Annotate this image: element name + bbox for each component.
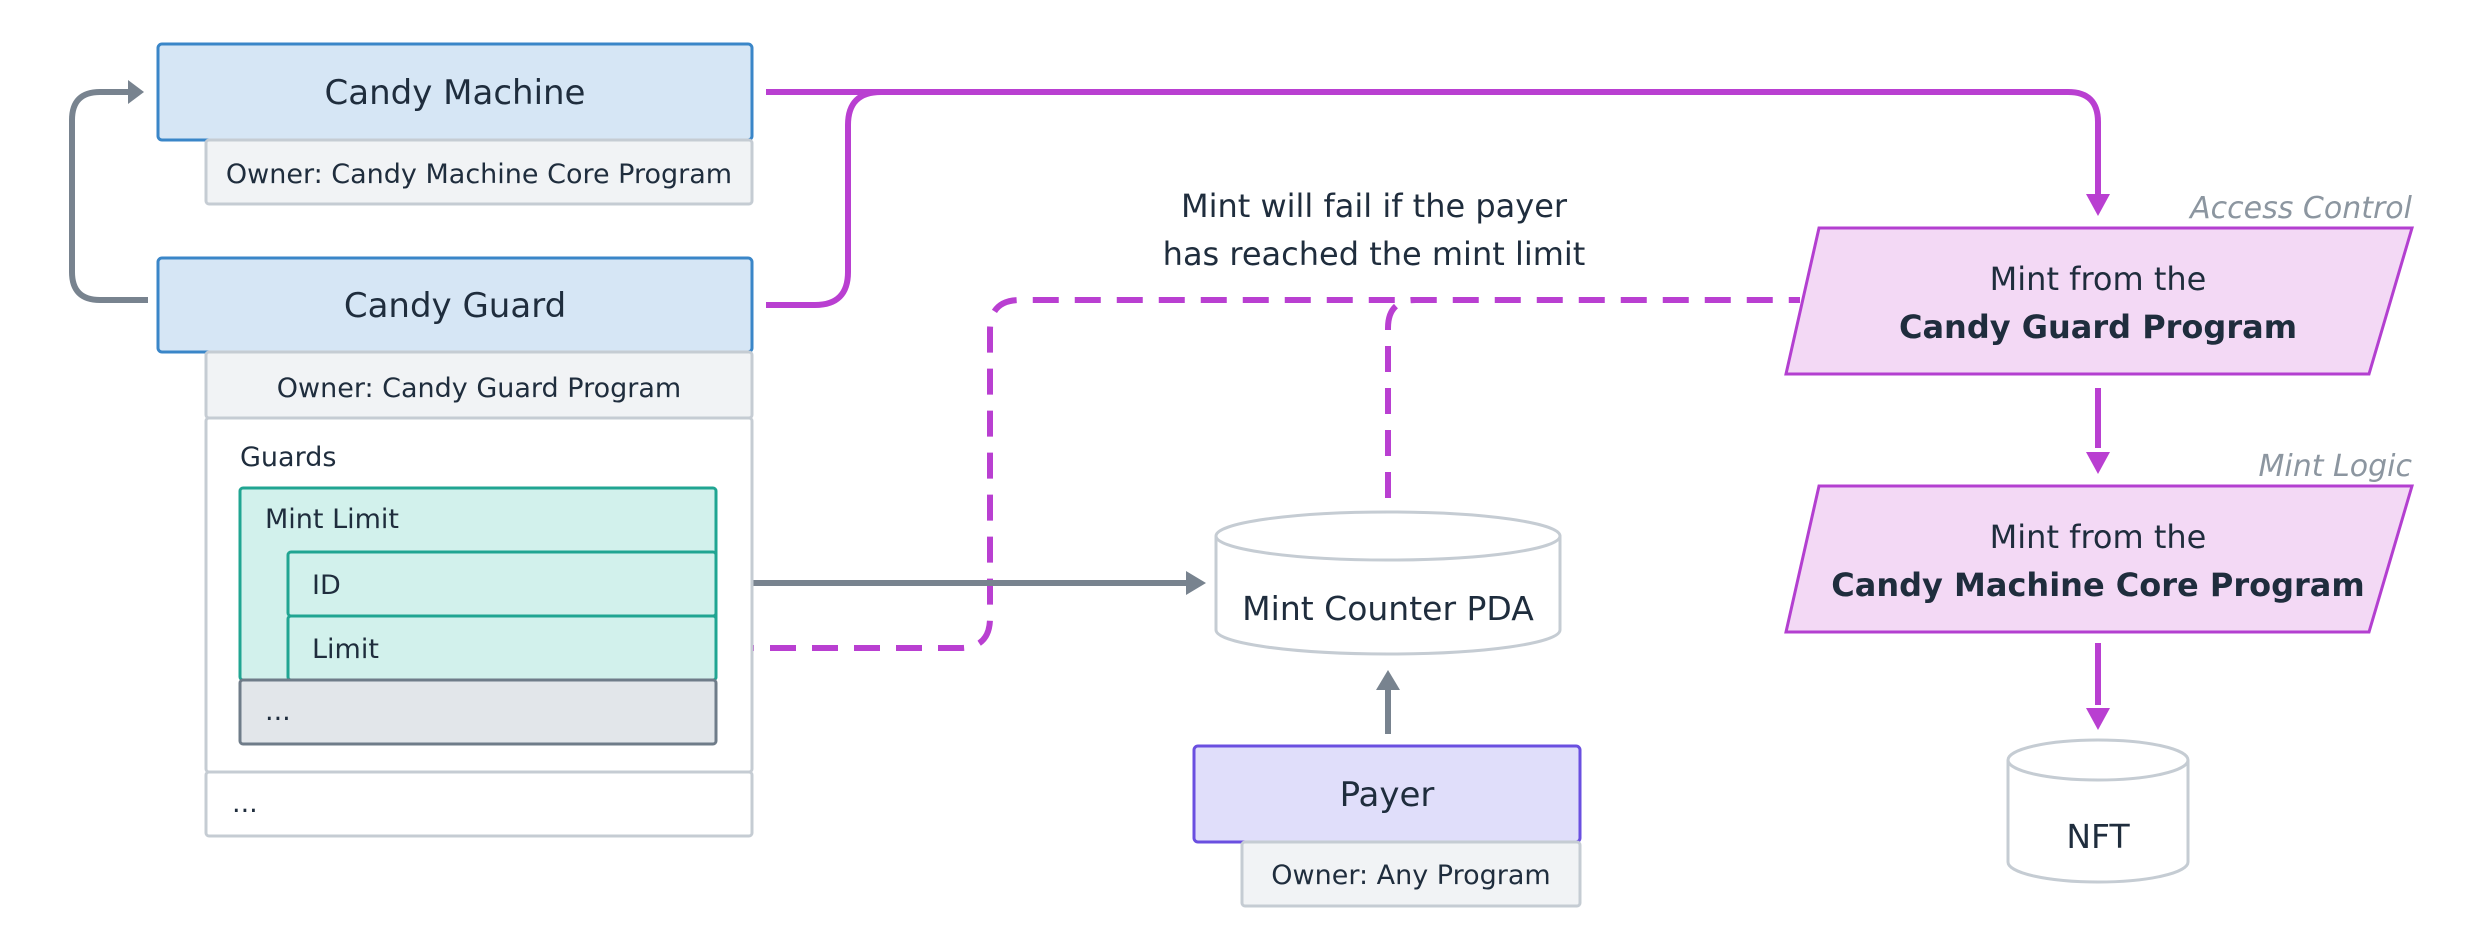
mint-limit-field-limit: Limit	[286, 614, 718, 682]
mint-limit-annotation: Mint will fail if the payer has reached …	[1163, 187, 1586, 273]
access-control-line-2: Candy Guard Program	[1899, 308, 2297, 346]
nft-label: NFT	[2066, 817, 2130, 856]
candy-machine-owner: Owner: Candy Machine Core Program	[204, 138, 754, 206]
mint-logic-tag: Mint Logic	[2259, 449, 2413, 484]
payer-account: Payer	[1192, 744, 1582, 844]
nft-asset: NFT	[2006, 738, 2190, 884]
mint-limit-field-limit-label: Limit	[312, 634, 379, 665]
candy-machine-title: Candy Machine	[325, 73, 586, 113]
access-control-step: Access Control Mint from the Candy Guard…	[1784, 191, 2415, 376]
other-guards-placeholder: ...	[238, 678, 718, 746]
access-control-tag: Access Control	[2188, 191, 2413, 226]
machine-to-access-control-arrowhead	[2086, 194, 2110, 216]
mint-limit-field-id-label: ID	[312, 570, 341, 601]
pda-dashed-connector	[1385, 297, 1417, 498]
mint-logic-line-2: Candy Machine Core Program	[1831, 566, 2364, 604]
payer-title: Payer	[1340, 775, 1435, 815]
candy-guard-more-label: ...	[232, 788, 258, 819]
annotation-line-2: has reached the mint limit	[1163, 235, 1586, 273]
guard-to-machine-connector	[69, 89, 148, 303]
candy-machine-owner-label: Owner: Candy Machine Core Program	[226, 159, 732, 190]
machine-to-access-control-connector	[766, 89, 2101, 196]
guard-to-machine-arrowhead	[128, 80, 144, 104]
payer-owner: Owner: Any Program	[1240, 840, 1582, 908]
guards-label: Guards	[240, 442, 336, 473]
mint-limit-field-id: ID	[286, 550, 718, 618]
candy-guard-owner: Owner: Candy Guard Program	[204, 350, 754, 420]
candy-guard-account: Candy Guard	[156, 256, 754, 354]
mint-counter-pda-label: Mint Counter PDA	[1242, 589, 1534, 628]
guard-to-access-control-connector	[766, 89, 882, 308]
mint-counter-pda: Mint Counter PDA	[1214, 510, 1562, 656]
annotation-line-1: Mint will fail if the payer	[1181, 187, 1568, 225]
mint-logic-line-1: Mint from the	[1990, 518, 2207, 556]
id-to-pda-arrowhead	[1186, 571, 1206, 595]
mint-logic-step: Mint Logic Mint from the Candy Machine C…	[1784, 449, 2415, 634]
mint-limit-title: Mint Limit	[265, 504, 399, 535]
candy-guard-more-placeholder: ...	[204, 770, 754, 838]
payer-owner-label: Owner: Any Program	[1271, 860, 1550, 891]
access-control-line-1: Mint from the	[1990, 260, 2207, 298]
candy-guard-owner-label: Owner: Candy Guard Program	[277, 373, 681, 404]
other-guards-label: ...	[265, 696, 291, 727]
candy-guard-title: Candy Guard	[344, 286, 566, 326]
mint-logic-to-nft-arrowhead	[2086, 708, 2110, 730]
payer-to-pda-arrowhead	[1376, 670, 1400, 690]
candy-machine-account: Candy Machine	[156, 42, 754, 142]
limit-dashed-connector	[728, 297, 1800, 651]
access-to-mint-logic-arrowhead	[2086, 452, 2110, 474]
